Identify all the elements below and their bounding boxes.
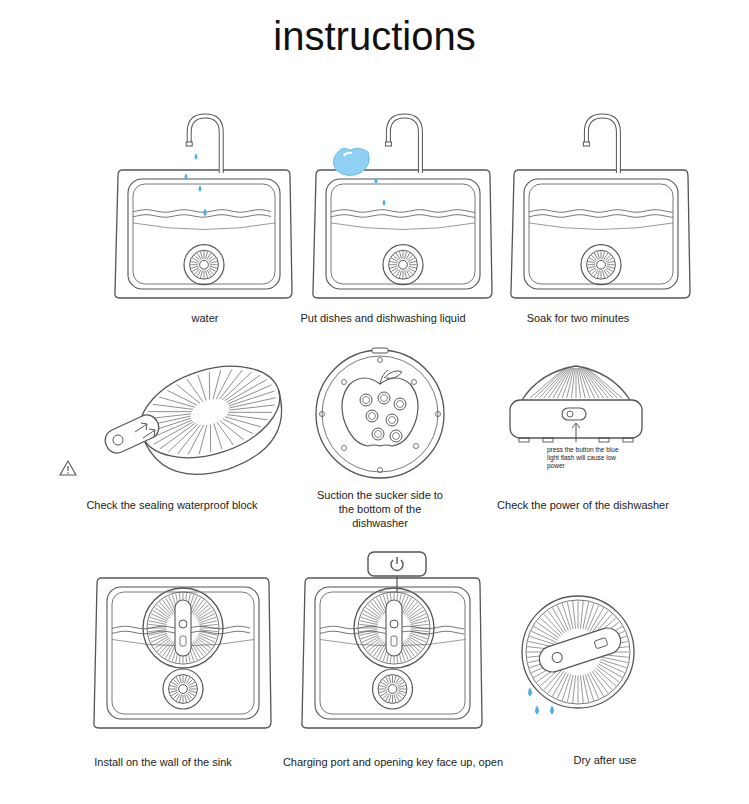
water-drop [550, 706, 554, 715]
drain [581, 245, 621, 285]
sink [313, 116, 492, 298]
faucet [385, 116, 420, 173]
drain [184, 245, 224, 285]
water-drop [185, 173, 188, 180]
dishwasher-bottom [316, 348, 444, 478]
sink [115, 116, 292, 298]
faucet [583, 116, 618, 173]
drain [383, 245, 423, 285]
dishwasher-top [354, 588, 434, 668]
step-caption: Check the sealing waterproof block [62, 499, 282, 513]
dishwasher-top [143, 588, 223, 668]
sink [94, 578, 271, 728]
step-caption: Check the power of the dishwasher [483, 499, 683, 513]
dishwasher-top [522, 596, 634, 708]
step-caption: Dry after use [525, 754, 685, 768]
step-caption: Put dishes and dishwashing liquid [283, 312, 483, 326]
power-icon-box [368, 552, 426, 592]
water-drop [383, 199, 386, 206]
water-drop [528, 688, 532, 697]
note-text: press the button the blue light flash wi… [547, 446, 625, 470]
bottle-shine [344, 153, 352, 156]
dish-liquid-bottle [333, 148, 369, 175]
water-drop [199, 185, 202, 192]
water-drop [375, 177, 378, 184]
dishwasher-side [510, 366, 642, 442]
step-caption: Suction the sucker side to the bottom of… [316, 489, 444, 530]
step-caption: water [105, 312, 305, 326]
sink [511, 116, 690, 298]
page-title: instructions [0, 14, 749, 59]
faucet [186, 116, 221, 173]
water-drop [535, 706, 539, 715]
control-bar [536, 625, 624, 676]
sink [302, 578, 482, 728]
step-caption: Charging port and opening key face up, o… [273, 756, 513, 770]
warning-icon [60, 461, 76, 475]
step-caption: Soak for two minutes [478, 312, 678, 326]
water-drop [195, 153, 198, 160]
drain [163, 669, 203, 709]
drain [373, 669, 413, 709]
step-caption: Install on the wall of the sink [63, 756, 263, 770]
seal-block [102, 411, 163, 456]
water-drop [203, 208, 207, 216]
